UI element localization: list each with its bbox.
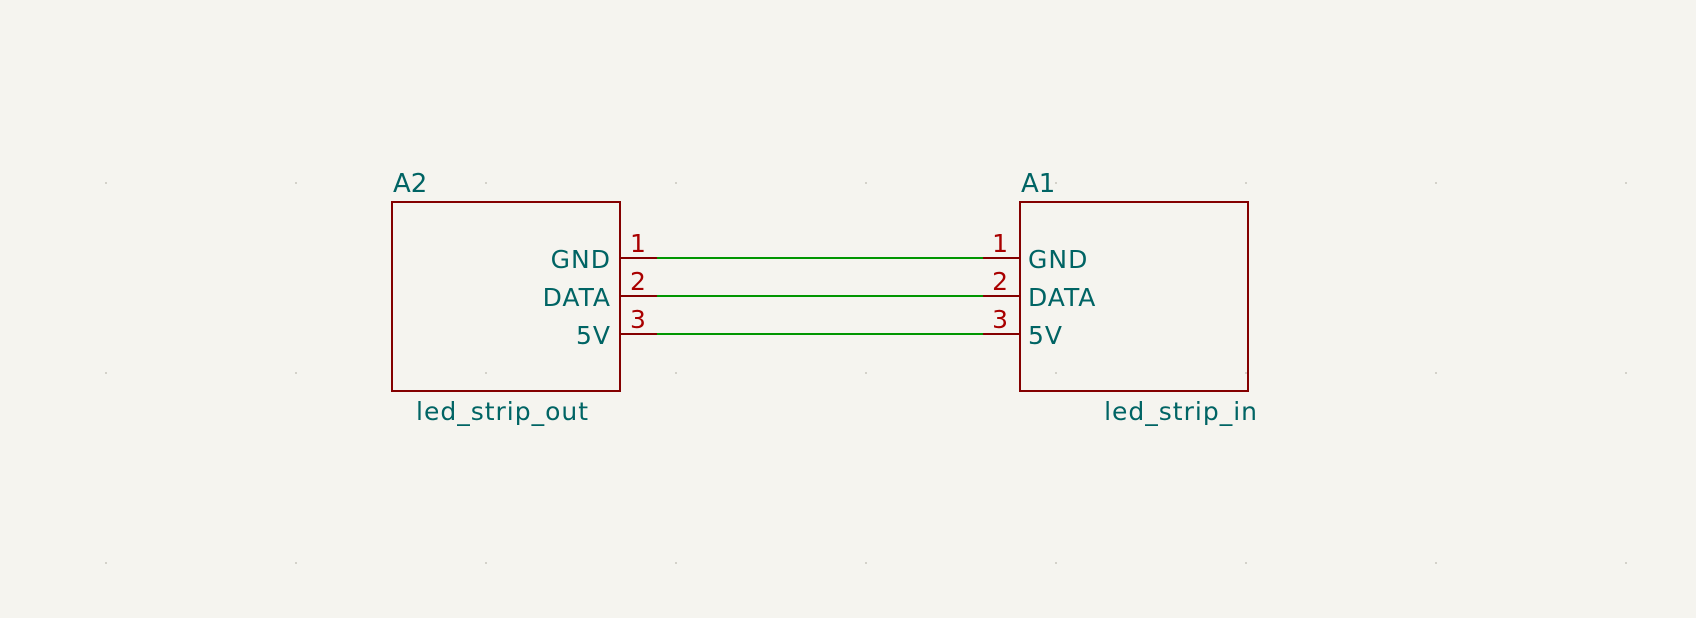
a2-pin-1[interactable]: 1 GND (551, 229, 657, 274)
grid-dot (1625, 182, 1627, 184)
grid-dot (675, 562, 677, 564)
component-a2-value: led_strip_out (416, 397, 589, 426)
grid-dot (105, 182, 107, 184)
grid-dot (295, 562, 297, 564)
grid-dot (865, 182, 867, 184)
a2-pin-3-name: 5V (576, 321, 611, 350)
wires (657, 257, 983, 335)
grid-dot (675, 182, 677, 184)
grid-dot (1435, 562, 1437, 564)
grid-dot (675, 372, 677, 374)
a1-pin-3[interactable]: 3 5V (983, 305, 1063, 350)
a2-pin-3-number: 3 (630, 305, 646, 334)
a1-pin-3-name: 5V (1028, 321, 1063, 350)
grid-dot (1245, 182, 1247, 184)
a1-pin-1-number: 1 (992, 229, 1008, 258)
grid-dot (105, 562, 107, 564)
grid-dot (1625, 562, 1627, 564)
a1-pin-1[interactable]: 1 GND (983, 229, 1088, 274)
grid-dot (865, 562, 867, 564)
grid-dot (1055, 182, 1057, 184)
grid-dot (485, 562, 487, 564)
grid-dot (105, 372, 107, 374)
a1-pin-2-number: 2 (992, 267, 1008, 296)
grid-dot (1245, 562, 1247, 564)
grid-dots (105, 182, 1627, 564)
a2-pin-2-number: 2 (630, 267, 646, 296)
grid-dot (1245, 372, 1247, 374)
a1-pin-1-name: GND (1028, 245, 1088, 274)
grid-dot (1055, 372, 1057, 374)
a1-pin-2-name: DATA (1028, 283, 1096, 312)
grid-dot (485, 372, 487, 374)
a1-pin-2[interactable]: 2 DATA (983, 267, 1096, 312)
a2-pin-2[interactable]: 2 DATA (543, 267, 657, 312)
a2-pin-3[interactable]: 3 5V (576, 305, 657, 350)
component-a1[interactable]: A1 led_strip_in 1 GND 2 DATA 3 5V (983, 169, 1258, 426)
component-a1-reference: A1 (1021, 169, 1055, 199)
grid-dot (1055, 562, 1057, 564)
component-a2-reference: A2 (393, 169, 427, 199)
grid-dot (485, 182, 487, 184)
a2-pin-2-name: DATA (543, 283, 611, 312)
grid-dot (1435, 372, 1437, 374)
component-a2[interactable]: A2 led_strip_out 1 GND 2 DATA 3 5V (391, 169, 657, 426)
a1-pin-3-number: 3 (992, 305, 1008, 334)
grid-dot (865, 372, 867, 374)
component-a1-value: led_strip_in (1104, 397, 1258, 426)
grid-dot (1625, 372, 1627, 374)
grid-dot (295, 182, 297, 184)
grid-dot (1435, 182, 1437, 184)
grid-dot (295, 372, 297, 374)
a2-pin-1-name: GND (551, 245, 611, 274)
a2-pin-1-number: 1 (630, 229, 646, 258)
